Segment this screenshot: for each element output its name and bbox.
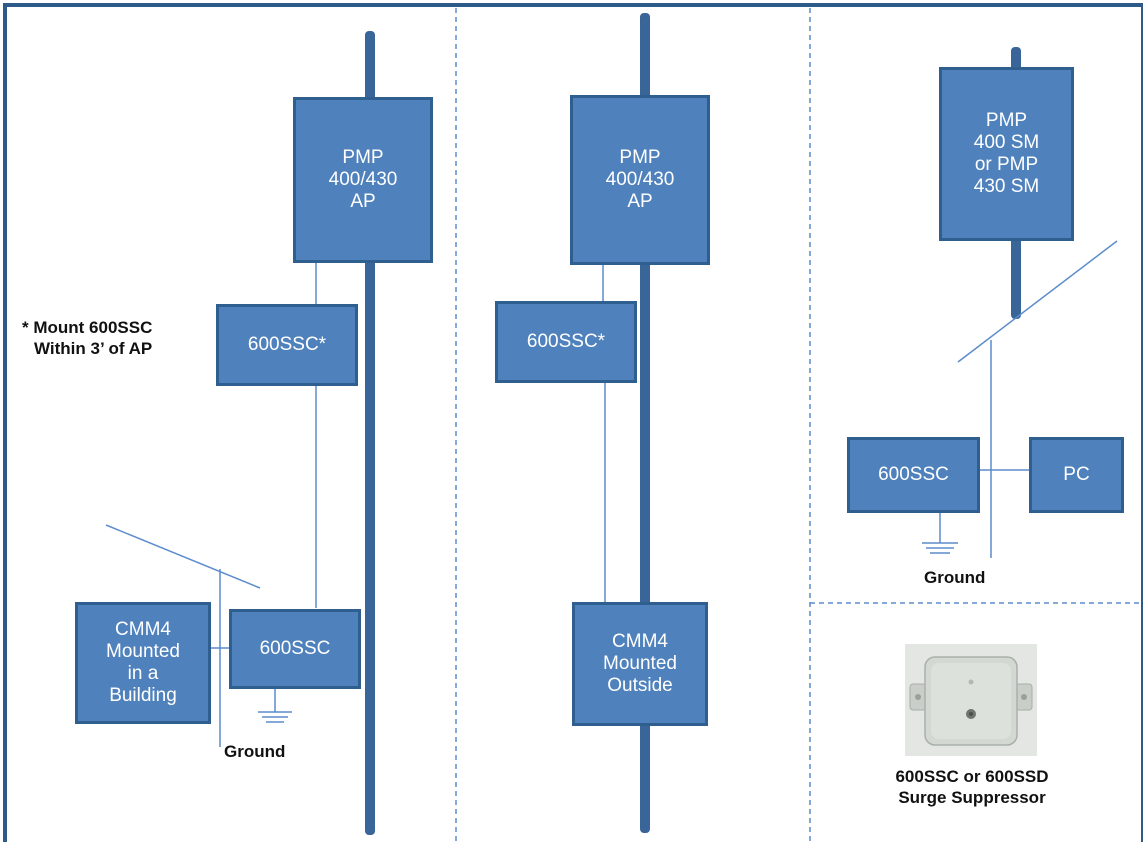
ap-middle-line3: AP [627, 191, 653, 212]
ssc-bottom-box-left: 600SSC [229, 609, 361, 689]
cmm4-building-line4: Building [109, 685, 177, 706]
ssc-top-left-label: 600SSC* [247, 334, 327, 355]
sm-right-line2: 400 SM [973, 132, 1040, 153]
surge-suppressor-image [905, 644, 1037, 756]
cmm4-outside-box: CMM4 Mounted Outside [572, 602, 708, 726]
ssc-bottom-left-label: 600SSC [259, 638, 331, 659]
surge-suppressor-photo [905, 644, 1037, 756]
photo-caption-line1: 600SSC or 600SSD [895, 767, 1049, 786]
wire-left-building-wall [105, 524, 261, 589]
ap-middle-line1: PMP [619, 147, 661, 168]
ap-left-line1: PMP [342, 147, 384, 168]
wire-right-building-wall [957, 240, 1118, 363]
pc-label: PC [1063, 464, 1090, 485]
sm-box-right: PMP 400 SM or PMP 430 SM [939, 67, 1074, 241]
ssc-right-label: 600SSC [878, 464, 949, 485]
ap-box-left: PMP 400/430 AP [293, 97, 433, 263]
cmm4-outside-line3: Outside [607, 675, 673, 696]
cmm4-outside-line1: CMM4 [612, 631, 668, 652]
cmm4-building-line1: CMM4 [115, 619, 171, 640]
ap-left-line2: 400/430 [328, 169, 398, 190]
sm-right-line4: 430 SM [973, 176, 1040, 197]
mount-note-line2: Within 3’ of AP [34, 339, 153, 358]
ssc-box-right: 600SSC [847, 437, 980, 513]
ssc-top-box-middle: 600SSC* [495, 301, 637, 383]
cmm4-building-line2: Mounted [106, 641, 180, 662]
photo-caption-line2: Surge Suppressor [898, 788, 1046, 807]
mount-note-line1: * Mount 600SSC [22, 318, 153, 337]
ground-label-right: Ground [924, 568, 986, 587]
ap-box-middle: PMP 400/430 AP [570, 95, 710, 265]
photo-caption: 600SSC or 600SSD Surge Suppressor [872, 766, 1072, 808]
cmm4-building-box: CMM4 Mounted in a Building [75, 602, 211, 724]
ap-left-line3: AP [350, 191, 376, 212]
ground-label-left: Ground [224, 742, 286, 761]
ssc-top-box-left: 600SSC* [216, 304, 358, 386]
sm-right-line3: or PMP [974, 154, 1039, 175]
outer-frame [3, 3, 1143, 842]
mount-note: * Mount 600SSC Within 3’ of AP [22, 317, 222, 359]
sm-right-line1: PMP [985, 110, 1028, 131]
cmm4-building-line3: in a [127, 663, 159, 684]
ssc-top-middle-label: 600SSC* [526, 331, 606, 352]
ap-middle-line2: 400/430 [605, 169, 675, 190]
cmm4-outside-line2: Mounted [603, 653, 677, 674]
pc-box: PC [1029, 437, 1124, 513]
